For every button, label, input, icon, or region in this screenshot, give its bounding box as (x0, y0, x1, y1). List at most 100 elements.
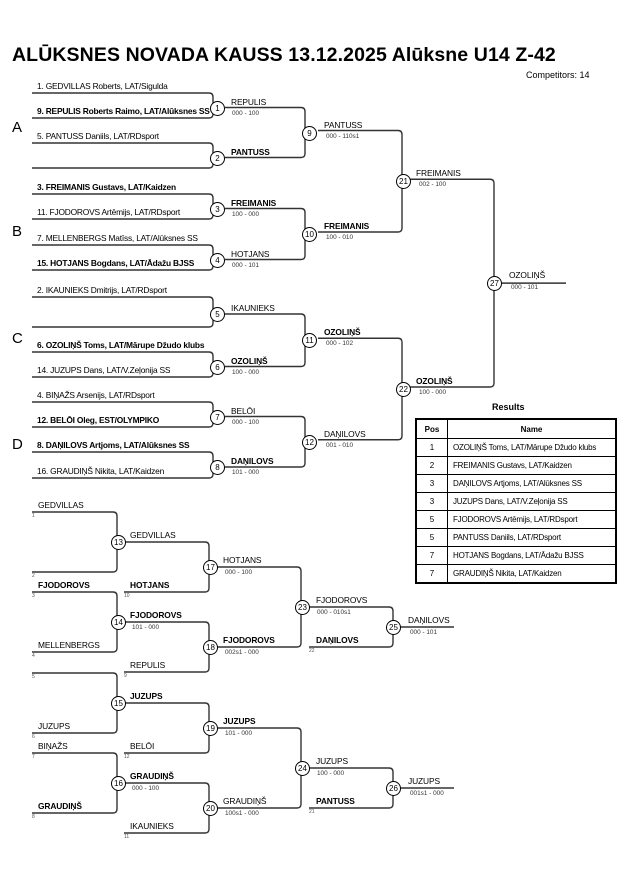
match-number-23[interactable]: 23 (295, 600, 310, 615)
final-winner: OZOLIŅŠ (509, 270, 546, 281)
match-winner: HOTJANS (231, 248, 270, 259)
result-pos: 5 (415, 528, 448, 547)
semifinal-bracket (318, 337, 403, 441)
match-score: 000 - 100 (232, 109, 260, 117)
match-number-2[interactable]: 2 (210, 150, 225, 166)
match-number-14[interactable]: 14 (111, 615, 126, 630)
match-number-11[interactable]: 11 (302, 333, 317, 349)
competitor-entry: 3. FREIMANIS Gustavs, LAT/Kaidzen (37, 182, 176, 192)
competitor-entry: 4. BIŅAŽS Arsenijs, LAT/RDsport (37, 390, 155, 400)
seed-number: 22 (309, 648, 315, 654)
repechage-entry: DAŅILOVS (316, 635, 359, 645)
seed-number: 2 (32, 573, 35, 579)
result-name: PANTUSS Daniils, LAT/RDsport (447, 528, 617, 547)
match-number-3[interactable]: 3 (210, 201, 225, 217)
match-winner: GRAUDIŅŠ (223, 796, 267, 806)
repechage-entry: MELLENBERGS (38, 640, 100, 650)
match-winner: OZOLIŅŠ (416, 376, 453, 386)
semifinal-bracket (318, 129, 403, 233)
repechage-entry: GEDVILLAS (38, 500, 84, 510)
match-number-19[interactable]: 19 (203, 721, 218, 736)
match-number-6[interactable]: 6 (210, 359, 225, 375)
result-name: GRAUDIŅŠ Nikita, LAT/Kaidzen (447, 564, 617, 584)
match-winner: REPULIS (231, 96, 267, 107)
match-winner: OZOLIŅŠ (324, 327, 361, 338)
pool-label-d: D (12, 436, 23, 453)
match-winner: JUZUPS (223, 716, 256, 726)
match-score: 000 - 102 (326, 340, 354, 348)
match-winner: FJODOROVS (316, 595, 368, 605)
match-number-18[interactable]: 18 (203, 640, 218, 655)
match-score: 000 - 101 (410, 629, 438, 636)
match-winner: BELŌI (231, 405, 256, 416)
match-number-21[interactable]: 21 (396, 174, 411, 190)
first-round-bracket (32, 296, 214, 328)
seed-number: 8 (32, 814, 35, 820)
result-name: FJODOROVS Artēmijs, LAT/RDsport (447, 510, 617, 529)
match-number-9[interactable]: 9 (302, 125, 317, 141)
competitor-entry: 11. FJODOROVS Artēmijs, LAT/RDsport (37, 207, 181, 217)
repechage-entry: FJODOROVS (38, 580, 90, 590)
repechage-entry: BIŅAŽS (38, 741, 68, 751)
seed-number: 12 (124, 754, 130, 760)
match-number-20[interactable]: 20 (203, 801, 218, 816)
repechage-entry: IKAUNIEKS (130, 821, 174, 831)
match-winner: FJODOROVS (223, 635, 275, 645)
match-number-15[interactable]: 15 (111, 696, 126, 711)
match-number-13[interactable]: 13 (111, 535, 126, 550)
result-pos: 1 (415, 438, 448, 457)
match-number-1[interactable]: 1 (210, 100, 225, 116)
match-score: 001 - 010 (326, 441, 354, 449)
match-number-12[interactable]: 12 (302, 434, 317, 450)
competitor-entry: 16. GRAUDIŅŠ Nikita, LAT/Kaidzen (37, 466, 165, 476)
competitor-entry: 12. BELŌI Oleg, EST/OLYMPIKO (37, 415, 160, 425)
pos-header: Pos (415, 418, 448, 439)
match-number-16[interactable]: 16 (111, 776, 126, 791)
results-header-row: Pos Name (415, 418, 617, 439)
seed-number: 5 (32, 674, 35, 680)
match-number-4[interactable]: 4 (210, 252, 225, 268)
match-number-22[interactable]: 22 (396, 382, 411, 397)
seed-number: 7 (32, 754, 35, 760)
match-number-25[interactable]: 25 (386, 620, 401, 635)
match-score: 000 - 010s1 (317, 609, 351, 616)
result-pos: 3 (415, 474, 448, 493)
match-score: 000 - 100 (225, 569, 253, 576)
pool-label-a: A (12, 119, 23, 136)
result-name: HOTJANS Bogdans, LAT/Ādažu BJSS (447, 546, 617, 565)
match-score: 000 - 110s1 (326, 132, 360, 140)
competitor-entry: 9. REPULIS Roberts Raimo, LAT/Alūksnes S… (37, 106, 210, 116)
match-score: 100 - 000 (419, 389, 447, 396)
match-winner: DAŅILOVS (324, 428, 366, 439)
match-score: 100 - 000 (317, 770, 345, 777)
repechage-entry: REPULIS (130, 660, 166, 670)
competitor-entry: 15. HOTJANS Bogdans, LAT/Ādažu BJSS (37, 258, 195, 268)
match-winner: GEDVILLAS (130, 530, 176, 540)
seed-number: 3 (32, 593, 35, 599)
competitor-entry: 1. GEDVILLAS Roberts, LAT/Sigulda (37, 81, 168, 91)
page-title: ALŪKSNES NOVADA KAUSS 13.12.2025 Alūksne… (12, 44, 556, 66)
match-number-5[interactable]: 5 (210, 307, 225, 322)
match-number-7[interactable]: 7 (210, 409, 225, 425)
match-score: 000 - 100 (232, 418, 260, 426)
match-winner: FREIMANIS (231, 197, 277, 208)
match-number-26[interactable]: 26 (386, 781, 401, 796)
match-winner: DAŅILOVS (231, 456, 274, 466)
match-winner: FREIMANIS (416, 168, 461, 179)
final-bracket (410, 178, 495, 388)
match-winner: HOTJANS (223, 555, 262, 565)
match-number-8[interactable]: 8 (210, 460, 225, 475)
match-number-17[interactable]: 17 (203, 560, 218, 575)
match-number-10[interactable]: 10 (302, 227, 317, 242)
repechage-entry: GRAUDIŅŠ (38, 801, 82, 811)
match-number-27[interactable]: 27 (487, 276, 502, 292)
pool-label-b: B (12, 223, 23, 240)
match-winner: PANTUSS (231, 146, 270, 157)
match-number-24[interactable]: 24 (295, 761, 310, 776)
